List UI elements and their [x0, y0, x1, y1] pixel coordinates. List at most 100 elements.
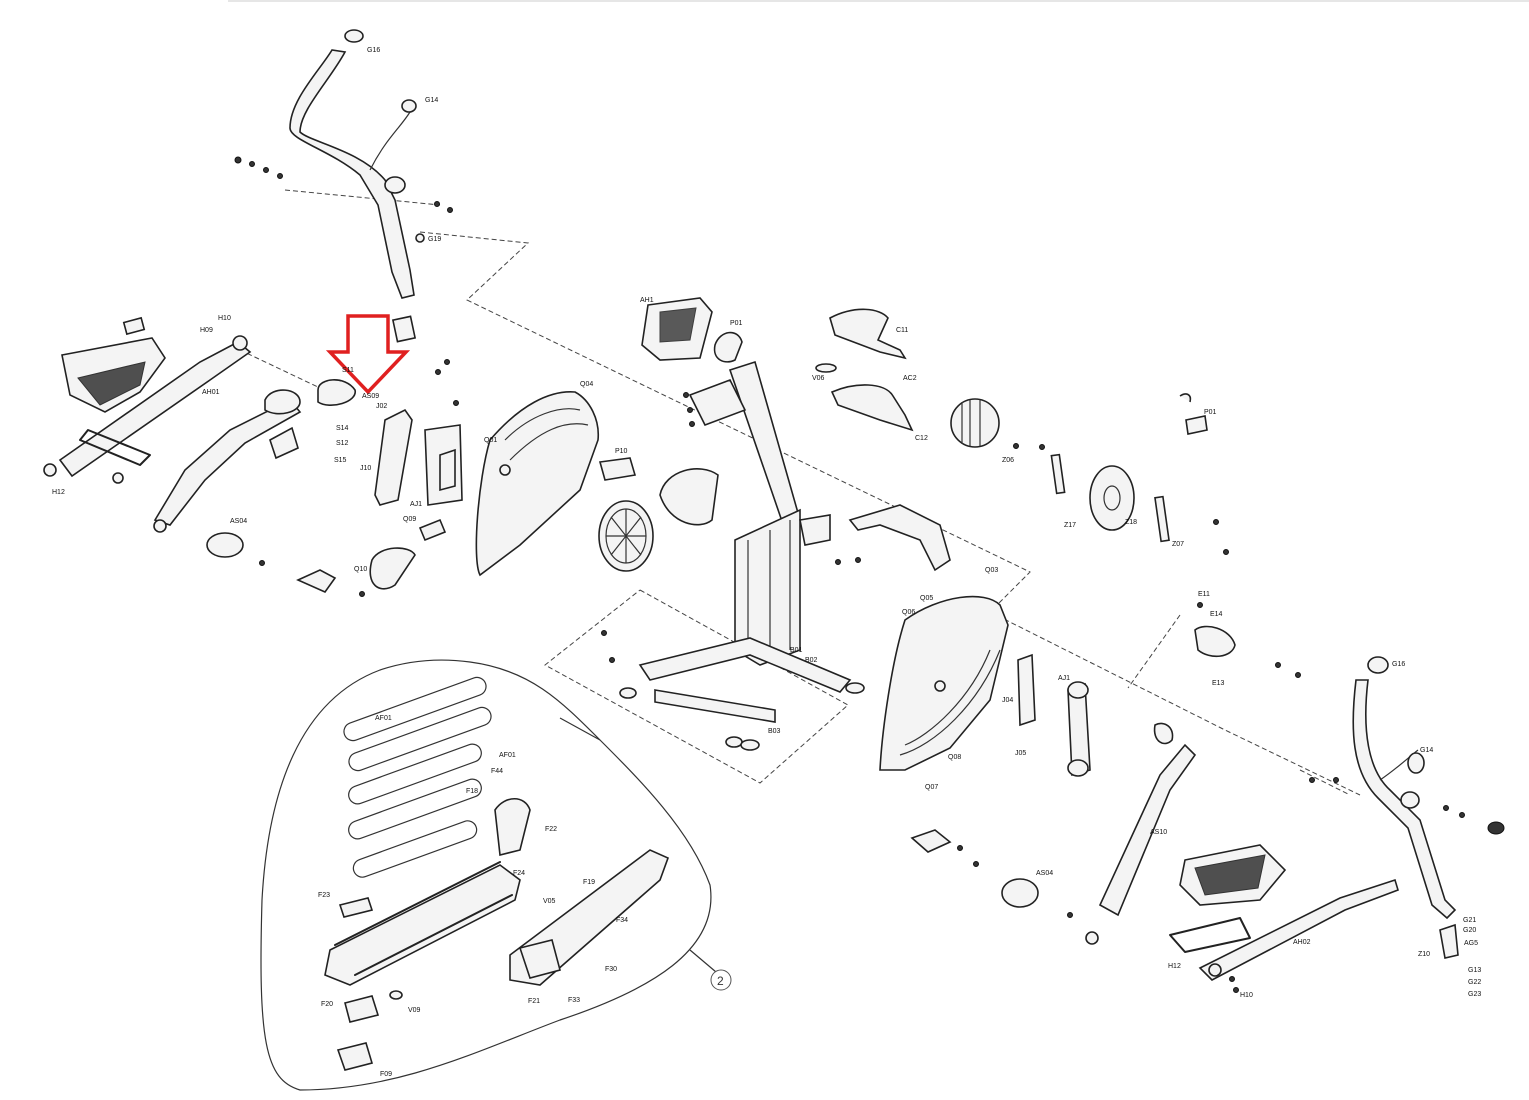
label-f24: F24	[513, 870, 525, 877]
label-z18: Z18	[1125, 519, 1137, 526]
console-and-mast: AH1 P01	[640, 297, 951, 666]
label-h10: H10	[218, 315, 231, 322]
label-f44: F44	[491, 768, 503, 775]
label-f20: F20	[321, 1001, 333, 1008]
label-z07: Z07	[1172, 541, 1184, 548]
label-z17: Z17	[1064, 522, 1076, 529]
label-q06: Q06	[902, 609, 915, 616]
label-aj1-right: AJ1	[1058, 675, 1070, 682]
label-f21: F21	[528, 998, 540, 1005]
right-hub-parts: J04 J05 AJ1	[1002, 653, 1091, 777]
label-s11: S11	[342, 367, 354, 374]
label-s15: S15	[334, 457, 347, 464]
label-as10: AS10	[1150, 829, 1167, 836]
label-g19: G19	[428, 236, 441, 243]
rail-slots	[343, 676, 492, 878]
label-ac2: AC2	[903, 375, 917, 382]
label-s12: S12	[336, 440, 349, 447]
callout-outline	[260, 659, 712, 1091]
label-q04: Q04	[580, 381, 593, 388]
label-af01b: AF01	[499, 752, 516, 759]
label-q05: Q05	[920, 595, 933, 602]
right-upper-handlebar: G16 G14 G21 G20 AG5 Z10 G13 G22 G23	[1352, 656, 1505, 998]
label-as09: AS09	[362, 393, 379, 400]
handlebar-grips: C11 C12 AC2 V06	[812, 308, 928, 442]
label-c11: C11	[896, 327, 908, 334]
label-j10: J10	[360, 465, 371, 472]
label-g16-top: G16	[367, 47, 380, 54]
label-h10-right: H10	[1240, 992, 1253, 999]
left-side-cover: Q01 Q04	[475, 381, 600, 577]
left-hub-parts: S11 AS09 S12 S14 S15 J02 J10 AJ1	[264, 315, 463, 508]
pulley-group: Z17 Z18 Z06 Z07 P01	[950, 393, 1217, 548]
left-lower-parts: Q09 Q10 AS04	[206, 516, 447, 593]
label-f18: F18	[466, 788, 478, 795]
label-f30: F30	[605, 966, 617, 973]
label-j04: J04	[1002, 697, 1013, 704]
label-as04-left: AS04	[230, 518, 247, 525]
label-z10: Z10	[1418, 951, 1430, 958]
label-h12-right: H12	[1168, 963, 1181, 970]
label-h09: H09	[200, 327, 213, 334]
label-f23: F23	[318, 892, 330, 899]
label-q10: Q10	[354, 566, 367, 573]
base-frame: B01 B02 B03	[619, 637, 865, 751]
label-g13: G13	[1468, 967, 1481, 974]
label-p10: P10	[615, 448, 628, 455]
label-g14-right: G14	[1420, 747, 1433, 754]
label-ag5: AG5	[1464, 940, 1478, 947]
hardware-fasteners	[259, 359, 1465, 993]
label-g21: G21	[1463, 917, 1476, 924]
highlight-arrow	[325, 314, 411, 395]
label-v09: V09	[408, 1007, 421, 1014]
label-af01: AF01	[375, 715, 392, 722]
callout-number: 2	[717, 974, 724, 988]
label-e13: E13	[1212, 680, 1225, 687]
callout-number-circle	[710, 969, 732, 991]
label-b02: B02	[805, 657, 818, 664]
left-upper-handlebar: G16 G14 G19	[234, 29, 453, 299]
label-v05: V05	[543, 898, 556, 905]
label-f09: F09	[380, 1071, 392, 1078]
label-q01: Q01	[484, 437, 497, 444]
label-b01: B01	[790, 647, 803, 654]
label-b03: B03	[768, 728, 781, 735]
right-side-cover: Q03 Q05 Q06 Q07 Q08	[879, 567, 1009, 791]
label-g22: G22	[1468, 979, 1481, 986]
label-z06: Z06	[1002, 457, 1014, 464]
label-h12: H12	[52, 489, 65, 496]
label-ah02: AH02	[1293, 939, 1311, 946]
label-f22: F22	[545, 826, 557, 833]
label-g14-top: G14	[425, 97, 438, 104]
label-g20: G20	[1463, 927, 1476, 934]
label-g23: G23	[1468, 991, 1481, 998]
callout-subassembly: 2 AF01 AF01 F44 F18 F24 F19 F34 F30 F33 …	[260, 659, 732, 1091]
left-pedal-assembly: H12 H10 H09 AH01	[43, 315, 302, 533]
label-c12: C12	[915, 435, 928, 442]
label-e14: E14	[1210, 611, 1223, 618]
flywheel-group: P10	[598, 448, 719, 572]
label-j02: J02	[376, 403, 387, 410]
label-q09: Q09	[403, 516, 416, 523]
right-pedal-assembly: AH02 AS04 AS10 H12 H10 E11 E14 E13	[910, 591, 1399, 999]
label-v06: V06	[812, 375, 825, 382]
label-f19: F19	[583, 879, 595, 886]
left-bolt-stack	[234, 156, 453, 213]
label-q08: Q08	[948, 754, 961, 761]
label-q07: Q07	[925, 784, 938, 791]
label-as04-right: AS04	[1036, 870, 1053, 877]
label-s14: S14	[336, 425, 349, 432]
label-e11: E11	[1198, 591, 1210, 598]
label-aj1-left: AJ1	[410, 501, 422, 508]
label-p01: P01	[730, 320, 743, 327]
label-p01-right: P01	[1204, 409, 1217, 416]
label-ah1: AH1	[640, 297, 654, 304]
label-f33: F33	[568, 997, 580, 1004]
label-j05: J05	[1015, 750, 1026, 757]
label-q03: Q03	[985, 567, 998, 574]
assembly-guide-lines	[239, 189, 1361, 796]
label-ah01: AH01	[202, 389, 220, 396]
label-g16-right: G16	[1392, 661, 1405, 668]
label-f34: F34	[616, 917, 628, 924]
